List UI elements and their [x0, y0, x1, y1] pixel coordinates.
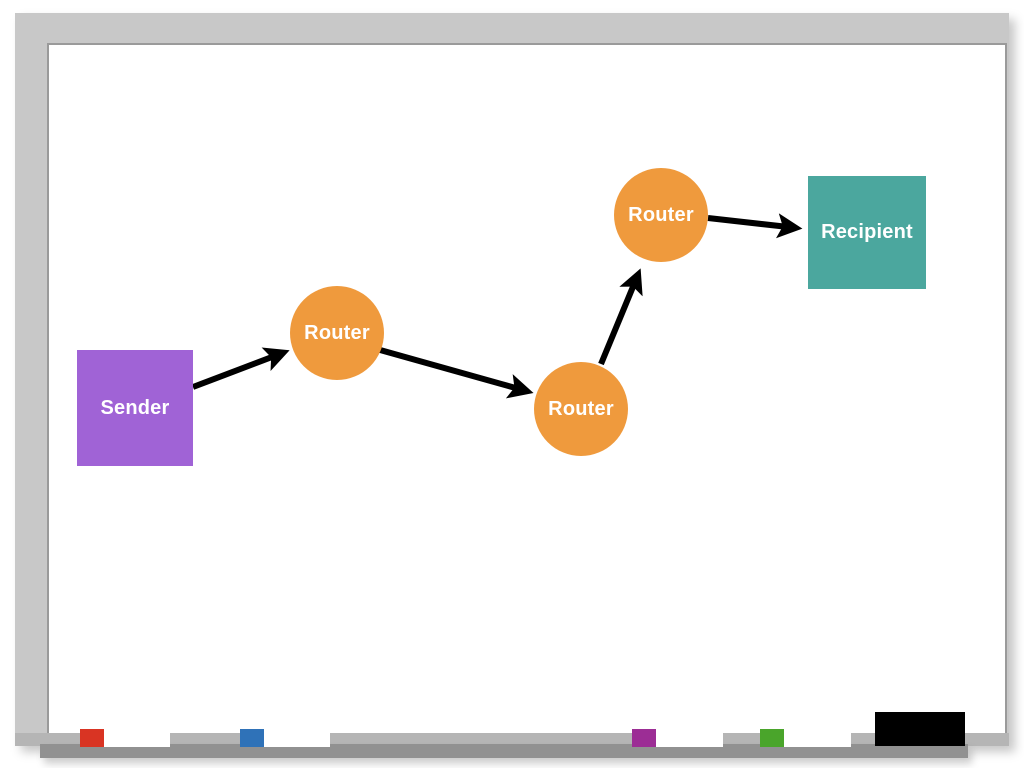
red-marker[interactable] — [80, 729, 170, 747]
black-eraser[interactable] — [875, 712, 965, 746]
green-marker-cap — [760, 729, 784, 747]
blue-marker-barrel — [264, 729, 330, 747]
purple-marker-barrel — [656, 729, 723, 747]
purple-marker-cap — [632, 729, 656, 747]
green-marker-barrel — [784, 729, 851, 747]
blue-marker-cap — [240, 729, 264, 747]
green-marker[interactable] — [760, 729, 851, 747]
red-marker-cap — [80, 729, 104, 747]
whiteboard-ledge — [40, 744, 968, 758]
purple-marker[interactable] — [632, 729, 723, 747]
whiteboard-frame — [15, 13, 1009, 746]
red-marker-barrel — [104, 729, 170, 747]
whiteboard-surface — [49, 45, 1005, 746]
blue-marker[interactable] — [240, 729, 330, 747]
